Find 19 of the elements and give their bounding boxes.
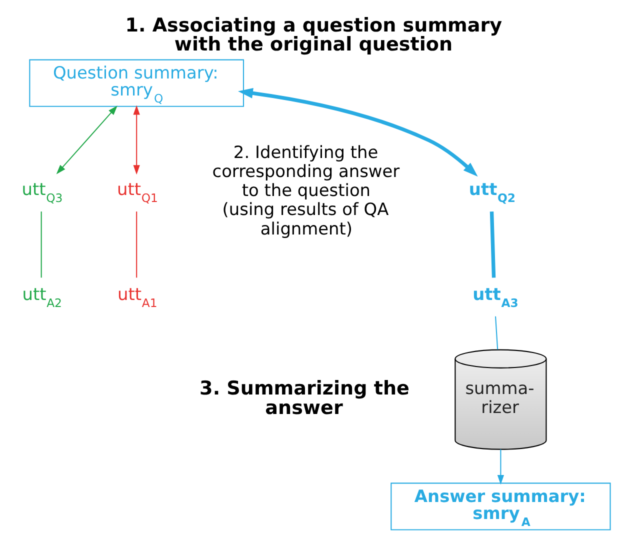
arrow [238, 88, 478, 177]
connector [490, 211, 496, 278]
connector [136, 212, 138, 278]
label: 3. Summarizing the answer [200, 378, 410, 419]
node-text: utt$_{A1}$ [118, 284, 158, 310]
diagram-title: 1. Associating a question summary with the original question [125, 14, 502, 56]
connector [494, 316, 498, 350]
connector [40, 212, 42, 278]
node-box: Question summary: smry$_{Q}$ [29, 59, 244, 107]
node-box: Answer summary: smry$_{A}$ [390, 482, 611, 530]
arrow [56, 106, 118, 174]
arrow [497, 449, 504, 485]
node-text: utt$_{A3}$ [472, 284, 518, 310]
arrow [133, 105, 140, 175]
node-text: utt$_{A2}$ [22, 284, 62, 310]
node-text: utt$_{Q1}$ [117, 179, 158, 206]
node-text: utt$_{Q3}$ [22, 179, 63, 206]
node-text: utt$_{Q2}$ [468, 179, 516, 206]
label: 2. Identifying the corresponding answer to the question (using results of QA alignment) [212, 142, 400, 238]
